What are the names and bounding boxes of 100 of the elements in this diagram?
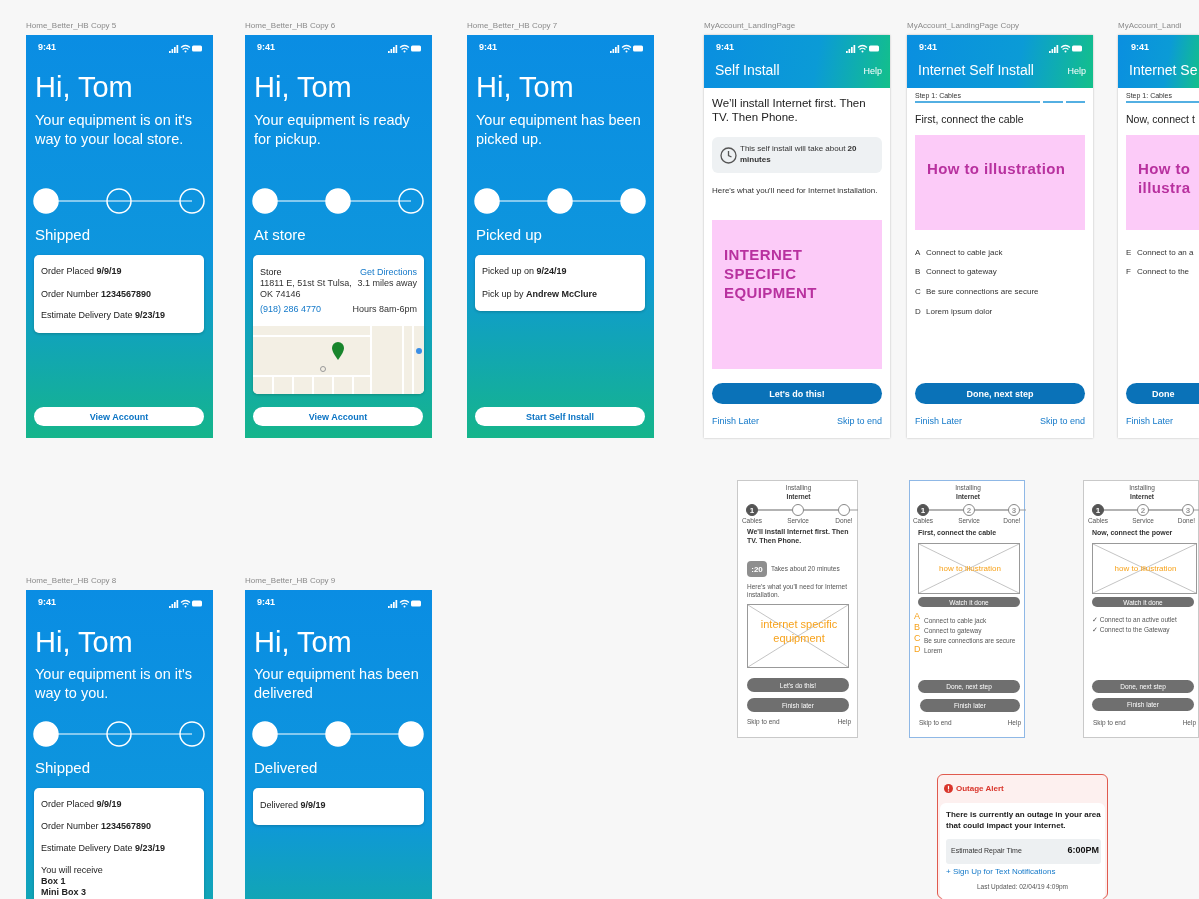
detail-text: Order Number 1234567890 xyxy=(41,821,153,832)
greeting-heading: Hi, Tom xyxy=(254,70,353,105)
action-button: Done xyxy=(1126,383,1199,404)
step-circle: 3 xyxy=(1182,504,1194,516)
detail-text: Order Placed 9/9/19 xyxy=(41,799,123,810)
alert-message: There is currently an outage in your area that could impact your internet. xyxy=(946,809,1101,831)
action-button: Start Self Install xyxy=(475,407,645,426)
action-button: Done, next step xyxy=(915,383,1085,404)
action-button: View Account xyxy=(34,407,204,426)
image-frame: how to illustration xyxy=(1092,543,1197,594)
status-message: Your equipment is ready for pickup. xyxy=(254,111,411,149)
detail-text: Order Number 1234567890 xyxy=(41,289,153,300)
time-value: 6:00PM xyxy=(1066,845,1099,856)
hint-text: This self install will take about 20 minutes xyxy=(740,143,858,165)
detail-text: Order Placed 9/9/19 xyxy=(41,266,123,277)
step-circle: 1 xyxy=(1092,504,1104,516)
status-label: Picked up xyxy=(476,226,543,244)
text-link: Skip to end xyxy=(835,416,882,427)
status-message: Your equipment has been picked up. xyxy=(476,111,642,149)
info-card xyxy=(253,255,424,394)
notice-box xyxy=(712,137,882,173)
artboard-name: Home_Better_HB Copy 5 xyxy=(26,21,118,31)
screen-title: Internet Se xyxy=(1129,62,1199,79)
status-time: 9:41 xyxy=(257,42,276,53)
duration-badge: :20 xyxy=(747,561,767,577)
detail-text: Delivered 9/9/19 xyxy=(260,800,327,811)
list-item: Lorem ipsum dolor xyxy=(926,307,994,317)
artboard-name: MyAccount_Landi xyxy=(1118,21,1183,31)
action-button: View Account xyxy=(253,407,423,426)
illustration-panel: How to illustration xyxy=(915,135,1085,230)
text-link: + Sign Up for Text Notifications xyxy=(946,867,1057,877)
step-circle xyxy=(838,504,850,516)
info-card xyxy=(253,788,424,825)
list-letter: E xyxy=(1126,248,1133,258)
step-heading: First, connect the cable xyxy=(915,113,1025,126)
detail-text: Estimate Delivery Date 9/23/19 xyxy=(41,843,167,854)
info-card xyxy=(34,788,204,899)
list-letter: B xyxy=(915,267,922,277)
text-link: Finish Later xyxy=(712,416,761,427)
text-link: Skip to end xyxy=(1038,416,1085,427)
info-card xyxy=(34,255,204,333)
link-text: (918) 286 4770 xyxy=(260,304,323,315)
detail-text: Pick up by Andrew McClure xyxy=(482,289,599,300)
list-item: Connect to gateway xyxy=(926,267,998,277)
status-label: Shipped xyxy=(35,759,92,777)
illustration-panel: How to illustra xyxy=(1126,135,1199,230)
list-letter: A xyxy=(914,611,921,621)
wireframe-screen xyxy=(737,480,858,738)
status-label: Shipped xyxy=(35,226,92,244)
status-time: 9:41 xyxy=(38,42,57,53)
step-circle xyxy=(792,504,804,516)
artboard-name: MyAccount_LandingPage xyxy=(704,21,797,31)
list-letter: F xyxy=(1126,267,1132,277)
wireframe-screen xyxy=(1083,480,1199,738)
list-letter: D xyxy=(915,307,922,317)
screen-title: Self Install xyxy=(715,62,781,79)
text-link: Finish Later xyxy=(1126,416,1175,427)
list-letter: C xyxy=(914,633,922,643)
artboard-name: MyAccount_LandingPage Copy xyxy=(907,21,1021,31)
illustration-panel: INTERNET SPECIFIC EQUIPMENT xyxy=(712,220,882,369)
image-frame: internet specific equipment xyxy=(747,604,849,668)
text-link: Finish Later xyxy=(915,416,964,427)
alert-card xyxy=(937,774,1108,899)
detail-text: Estimate Delivery Date 9/23/19 xyxy=(41,310,167,321)
greeting-heading: Hi, Tom xyxy=(254,625,353,660)
list-letter: B xyxy=(914,622,921,632)
status-time: 9:41 xyxy=(38,597,57,608)
intro-text: We’ll install Internet first. Then TV. Then Phone. xyxy=(712,96,867,124)
detail-text: Box 1 xyxy=(41,876,67,887)
status-message: Your equipment is on it's way to your local store. xyxy=(35,111,193,149)
step-heading: Now, connect t xyxy=(1126,113,1196,126)
list-letter: C xyxy=(915,287,922,297)
artboard-name: Home_Better_HB Copy 9 xyxy=(245,576,337,586)
alert-body xyxy=(940,803,1105,899)
info-card xyxy=(475,255,645,311)
greeting-heading: Hi, Tom xyxy=(35,70,134,105)
greeting-heading: Hi, Tom xyxy=(476,70,575,105)
detail-text: Store xyxy=(260,267,283,278)
step-circle: 1 xyxy=(917,504,929,516)
detail-text: You will receive xyxy=(41,865,104,876)
step-circle: 2 xyxy=(963,504,975,516)
status-message: Your equipment has been delivered xyxy=(254,665,420,703)
help-link: Help xyxy=(862,66,882,77)
status-label: Delivered xyxy=(254,759,319,777)
artboard-name: Home_Better_HB Copy 6 xyxy=(245,21,337,31)
status-label: At store xyxy=(254,226,307,244)
status-message: Your equipment is on it's way to you. xyxy=(35,665,193,703)
list-item: Be sure connections are secure xyxy=(926,287,1040,297)
detail-text: Hours 8am-6pm xyxy=(351,304,417,315)
alert-title: Outage Alert xyxy=(956,784,1005,794)
list-letter: D xyxy=(914,644,922,654)
list-item: Connect to cable jack xyxy=(926,248,1004,258)
list-item: Connect to an a xyxy=(1137,248,1195,258)
step-circle: 2 xyxy=(1137,504,1149,516)
status-time: 9:41 xyxy=(1131,42,1150,53)
status-time: 9:41 xyxy=(919,42,938,53)
artboard-name: Home_Better_HB Copy 7 xyxy=(467,21,559,31)
status-time: 9:41 xyxy=(479,42,498,53)
list-letter: A xyxy=(915,248,922,258)
artboard-name: Home_Better_HB Copy 8 xyxy=(26,576,118,586)
